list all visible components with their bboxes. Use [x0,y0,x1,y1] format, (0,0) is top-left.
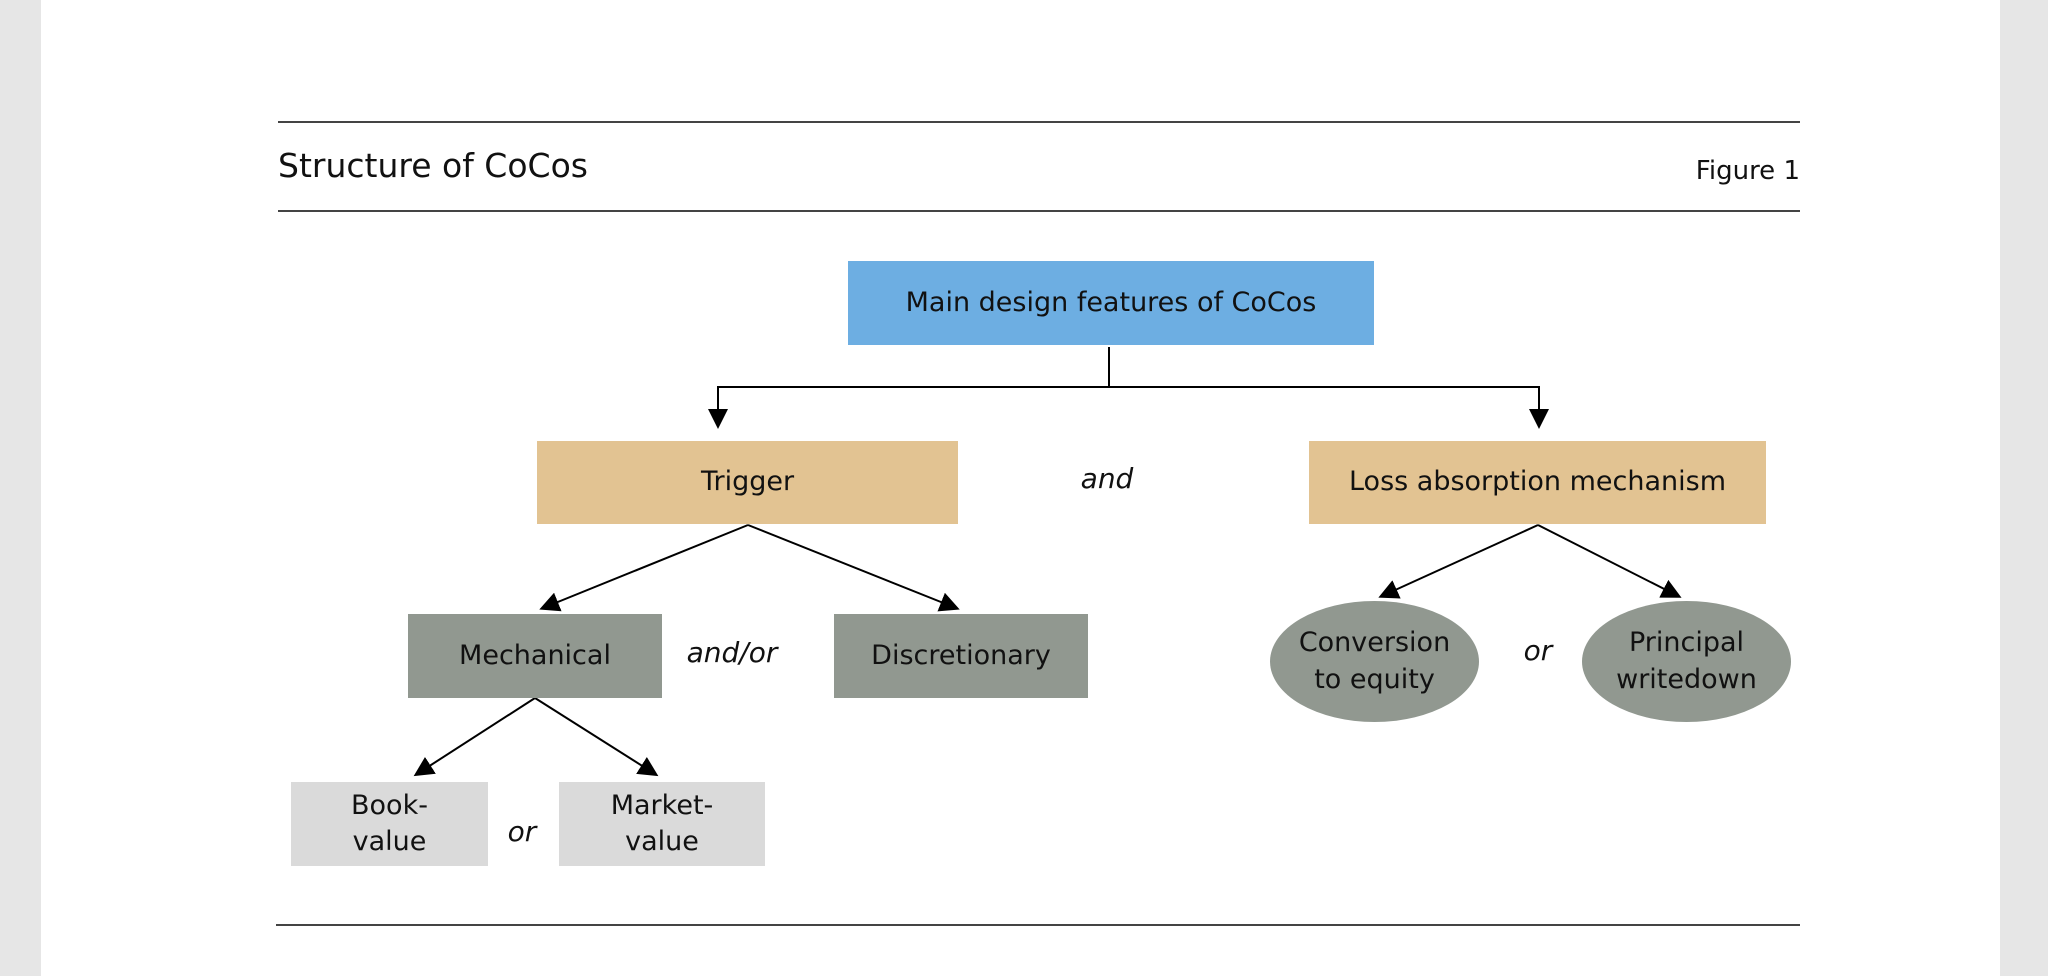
connector-or-mechanical: or [507,815,537,848]
node-trigger: Trigger [537,441,958,524]
edge-mechanical-market [534,697,659,777]
connector-or-loss: or [1523,634,1553,667]
document-page: Structure of CoCos Figure 1 Main design … [41,0,2000,976]
node-conversion-to-equity: Conversion to equity [1270,601,1479,722]
edge-loss-conversion [1378,524,1539,599]
figure-title: Structure of CoCos [278,146,588,185]
edge-root-trigger [708,347,1110,429]
edge-root-loss [1109,386,1549,429]
top-rule [278,121,1800,123]
edge-mechanical-book [413,697,536,777]
bottom-rule [276,924,1800,926]
edge-loss-writedown [1537,524,1682,598]
node-discretionary: Discretionary [834,614,1088,698]
figure-number: Figure 1 [1695,156,1800,186]
node-principal-writedown: Principal writedown [1582,601,1791,722]
connector-and-or: and/or [686,636,778,669]
node-book-value: Book- value [291,782,488,866]
connector-and: and [1080,462,1134,495]
node-mechanical: Mechanical [408,614,662,698]
node-root: Main design features of CoCos [848,261,1374,345]
edge-trigger-mechanical [539,524,749,612]
node-loss-absorption: Loss absorption mechanism [1309,441,1766,524]
connector-lines [413,347,1682,777]
header-bottom-rule [278,210,1800,212]
node-market-value: Market- value [559,782,765,866]
edge-trigger-discretionary [747,524,960,612]
